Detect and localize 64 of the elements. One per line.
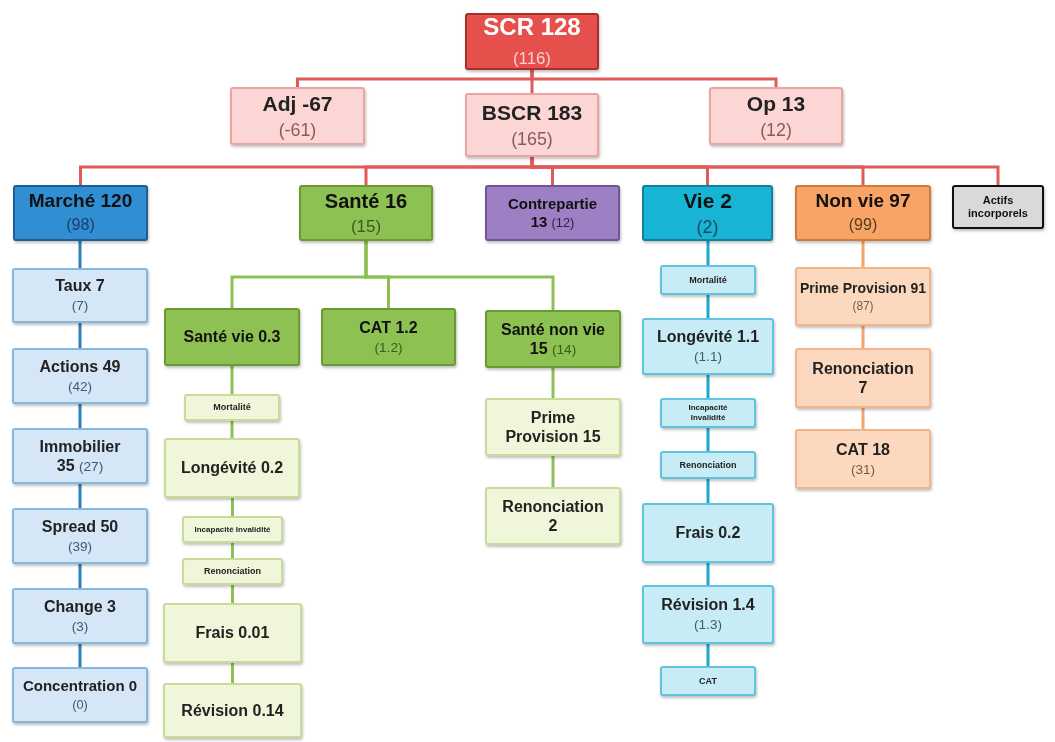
connector-line — [706, 563, 710, 585]
box: Marché 120 (98) — [13, 185, 148, 241]
box: CAT 1.2 (1.2) — [321, 308, 456, 366]
box: Vie 2 (2) — [642, 185, 773, 241]
connector-line — [551, 456, 555, 487]
connector-line — [706, 644, 710, 666]
box: Mortalité — [184, 394, 280, 421]
box: Longévité 1.1 (1.1) — [642, 318, 774, 375]
connector-line — [78, 644, 82, 667]
box: Contrepartie 13 (12) — [485, 185, 620, 241]
connector-line — [861, 408, 865, 429]
box: Renonciation 2 — [485, 487, 621, 545]
box: Change 3 (3) — [12, 588, 148, 644]
box: Frais 0.01 — [163, 603, 302, 663]
box: Incapacité Invalidité — [660, 398, 756, 428]
connector-line — [78, 484, 82, 508]
box: Adj -67 (-61) — [230, 87, 365, 145]
box: Immobilier 35 (27) — [12, 428, 148, 484]
box: Op 13 (12) — [709, 87, 843, 145]
box: Renonciation 7 — [795, 348, 931, 408]
connector-line — [364, 241, 555, 310]
box: Longévité 0.2 — [164, 438, 300, 498]
connector-line — [230, 421, 234, 438]
box: Révision 1.4 (1.3) — [642, 585, 774, 644]
box: Renonciation — [182, 558, 283, 585]
box: Spread 50 (39) — [12, 508, 148, 564]
connector-line — [530, 70, 778, 87]
connector-line — [706, 241, 710, 265]
connector-line — [530, 157, 1000, 185]
box: CAT — [660, 666, 756, 696]
connector-line — [706, 428, 710, 451]
connector-line — [231, 663, 234, 683]
box: Frais 0.2 — [642, 503, 774, 563]
box: Incapacité Invalidité — [182, 516, 283, 543]
connector-line — [706, 479, 710, 503]
box: CAT 18 (31) — [795, 429, 931, 489]
box: Santé non vie 15 (14) — [485, 310, 621, 368]
box: Actions 49 (42) — [12, 348, 148, 404]
connector-line — [78, 323, 82, 348]
connector-line — [706, 375, 710, 398]
box: Non vie 97 (99) — [795, 185, 931, 241]
box: Prime Provision 91 (87) — [795, 267, 931, 326]
connector-line — [230, 366, 234, 394]
connector-line — [231, 543, 234, 558]
connector-line — [78, 241, 82, 268]
connector-line — [551, 368, 555, 398]
box: Révision 0.14 — [163, 683, 302, 738]
connector-line — [861, 241, 865, 267]
connector-line — [78, 404, 82, 428]
box: Actifs incorporels — [952, 185, 1044, 229]
box: Mortalité — [660, 265, 756, 295]
box: SCR 128 (116) — [465, 13, 599, 70]
box: Santé vie 0.3 — [164, 308, 300, 366]
connector-line — [78, 564, 82, 588]
box: Prime Provision 15 — [485, 398, 621, 456]
box: BSCR 183 (165) — [465, 93, 599, 157]
box: Renonciation — [660, 451, 756, 479]
connector-line — [861, 326, 865, 348]
box: Santé 16 (15) — [299, 185, 433, 241]
connector-line — [231, 585, 234, 603]
connector-line — [231, 498, 234, 516]
connector-line — [706, 295, 710, 318]
box: Concentration 0 (0) — [12, 667, 148, 723]
box: Taux 7 (7) — [12, 268, 148, 323]
